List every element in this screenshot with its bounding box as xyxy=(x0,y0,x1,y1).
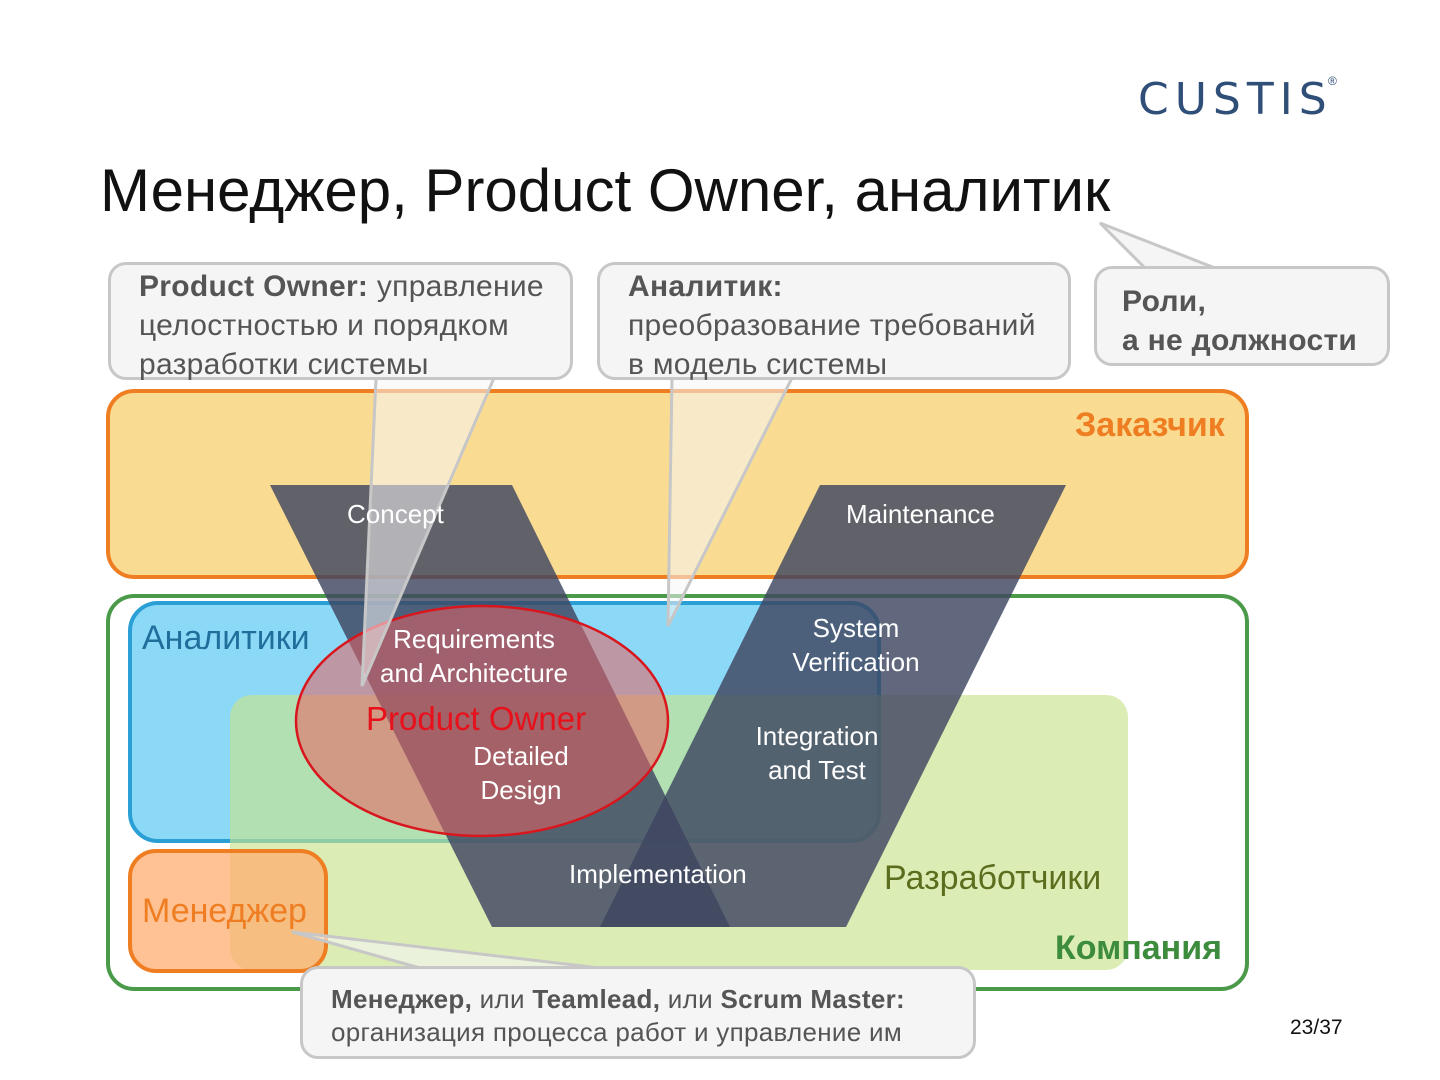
customer-zone-label: Заказчик xyxy=(1075,406,1225,444)
stage-detailed-design-line1: Detailed xyxy=(473,741,569,771)
analyst-callout-term: Аналитик: xyxy=(628,270,783,303)
manager-zone xyxy=(128,849,328,973)
stage-requirements: Requirements and Architecture xyxy=(372,622,576,690)
stage-system-verification-line1: System xyxy=(812,613,900,643)
product-owner-callout: Product Owner: управление целостностью и… xyxy=(108,262,573,381)
product-owner-ellipse xyxy=(294,604,670,838)
roles-callout-line1: Роли, xyxy=(1122,285,1207,318)
manager-callout-term3: Scrum Master: xyxy=(720,984,905,1014)
registered-mark: ® xyxy=(1328,74,1337,88)
stage-requirements-line2: and Architecture xyxy=(380,658,568,688)
stage-system-verification: System Verification xyxy=(786,611,926,679)
roles-callout-line2: а не должности xyxy=(1122,324,1358,357)
manager-callout: Менеджер, или Teamlead, или Scrum Master… xyxy=(300,966,976,1059)
stage-system-verification-line2: Verification xyxy=(792,647,920,677)
stage-integration-line2: and Test xyxy=(768,755,866,785)
product-owner-callout-term: Product Owner: xyxy=(139,270,369,303)
manager-callout-term2: Teamlead, xyxy=(532,984,661,1014)
stage-detailed-design-line2: Design xyxy=(480,775,562,805)
stage-implementation: Implementation xyxy=(569,859,747,889)
stage-integration-line1: Integration xyxy=(755,721,879,751)
manager-zone-label: Менеджер xyxy=(142,892,307,930)
v-model-right-arm xyxy=(600,485,1066,927)
product-owner-label: Product Owner xyxy=(366,700,587,737)
stage-requirements-line1: Requirements xyxy=(393,624,555,654)
custis-logo: CUSTIS xyxy=(1138,74,1333,125)
page-number: 23/37 xyxy=(1290,1016,1343,1039)
manager-callout-or1: или xyxy=(472,984,533,1014)
product-owner-callout-line1: управление xyxy=(368,270,544,303)
analysts-zone-label: Аналитики xyxy=(142,619,310,657)
roles-callout-tail xyxy=(1098,221,1216,270)
stage-integration: Integration and Test xyxy=(750,719,884,787)
company-zone-label: Компания xyxy=(1055,929,1222,967)
developers-zone-label: Разработчики xyxy=(884,859,1102,897)
stage-detailed-design: Detailed Design xyxy=(460,739,582,807)
stage-maintenance: Maintenance xyxy=(846,499,995,529)
analyst-callout: Аналитик: преобразование требований в мо… xyxy=(597,262,1071,381)
manager-callout-or2: или xyxy=(660,984,721,1014)
slide-title: Менеджер, Product Owner, аналитик xyxy=(100,157,1111,224)
analyst-callout-line1: преобразование требований xyxy=(628,309,1036,342)
product-owner-callout-line3: разработки системы xyxy=(139,348,429,381)
roles-callout: Роли, а не должности xyxy=(1094,266,1390,366)
manager-callout-term1: Менеджер, xyxy=(331,984,473,1014)
product-owner-callout-line2: целостностью и порядком xyxy=(139,309,510,342)
stage-concept: Concept xyxy=(347,499,444,529)
manager-callout-line2: организация процесса работ и управление … xyxy=(331,1017,903,1047)
analyst-callout-line2: в модель системы xyxy=(628,348,888,381)
